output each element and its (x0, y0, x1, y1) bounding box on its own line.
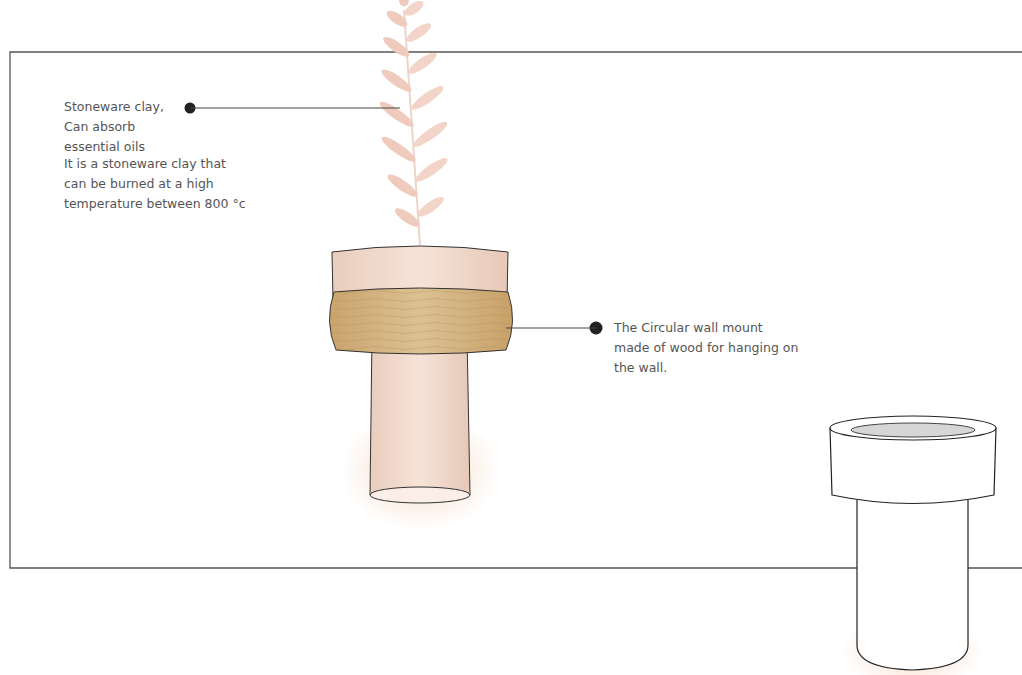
outline-pot-opening (851, 423, 975, 437)
material-note: Stoneware clay, Can absorb essential oil… (64, 97, 182, 157)
outline-pot-body (857, 500, 968, 670)
mount-note: The Circular wall mount made of wood for… (614, 318, 799, 378)
leader-line (190, 108, 400, 109)
wood-mount (329, 288, 512, 354)
plant-leaves (377, 0, 450, 245)
material-note: It is a stoneware clay that can be burne… (64, 154, 249, 214)
pot-bottom (370, 487, 470, 503)
frame (10, 52, 1022, 568)
leader-line (506, 328, 596, 329)
outline-pot-rim (830, 416, 996, 440)
wood-grain (329, 288, 512, 354)
pot-body (370, 335, 470, 501)
